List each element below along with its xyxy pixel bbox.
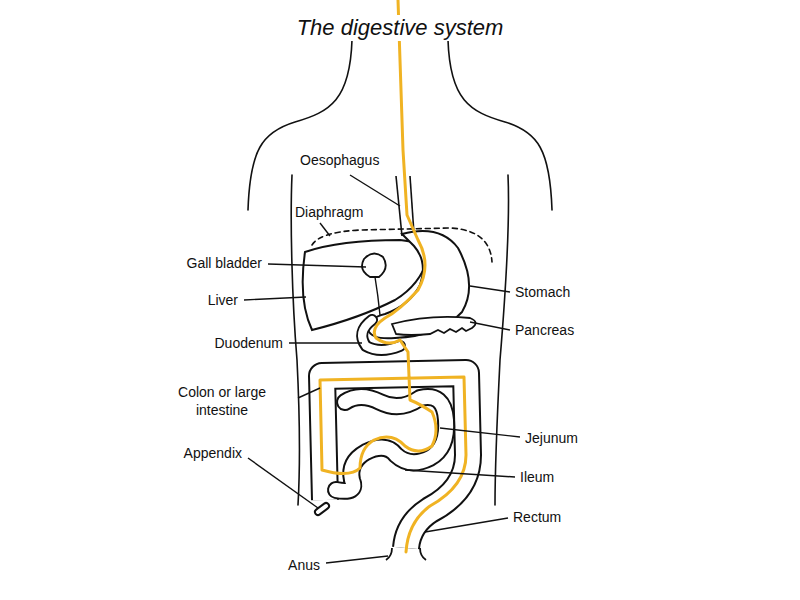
part-label: Diaphragm bbox=[295, 203, 363, 221]
part-label: Jejunum bbox=[525, 429, 578, 447]
leader-line bbox=[470, 322, 510, 330]
colon bbox=[322, 373, 468, 548]
leader-line bbox=[298, 388, 320, 398]
leader-line bbox=[244, 297, 306, 300]
leader-line bbox=[289, 342, 362, 343]
leader-line bbox=[425, 518, 508, 532]
body-outline bbox=[248, 40, 352, 210]
pancreas bbox=[392, 317, 476, 335]
food-path bbox=[320, 0, 466, 552]
part-label: Colon or large intestine bbox=[152, 383, 292, 419]
part-label: Pancreas bbox=[515, 321, 574, 339]
part-label: Oesophagus bbox=[300, 151, 379, 169]
leader-line bbox=[268, 264, 366, 267]
leader-line bbox=[350, 175, 400, 206]
leader-line bbox=[248, 458, 318, 508]
part-label: Duodenum bbox=[215, 334, 284, 352]
part-label: Rectum bbox=[513, 508, 561, 526]
leader-line bbox=[440, 428, 520, 437]
appendix bbox=[318, 506, 326, 512]
part-label: Anus bbox=[288, 556, 320, 574]
leader-line bbox=[405, 470, 515, 477]
leader-line bbox=[326, 556, 388, 563]
gall-bladder bbox=[362, 253, 386, 277]
leader-line bbox=[470, 286, 510, 292]
body-outline bbox=[448, 40, 552, 210]
part-label: Gall bladder bbox=[187, 254, 263, 272]
bile-duct bbox=[375, 277, 380, 315]
body-outline bbox=[495, 175, 508, 505]
duodenum bbox=[362, 320, 400, 350]
leader-line bbox=[320, 223, 330, 236]
part-label: Appendix bbox=[184, 444, 242, 462]
body-outline bbox=[291, 175, 299, 505]
title: The digestive system bbox=[293, 15, 508, 41]
part-label: Liver bbox=[208, 291, 238, 309]
part-label: Ileum bbox=[520, 468, 554, 486]
part-label: Stomach bbox=[515, 283, 570, 301]
